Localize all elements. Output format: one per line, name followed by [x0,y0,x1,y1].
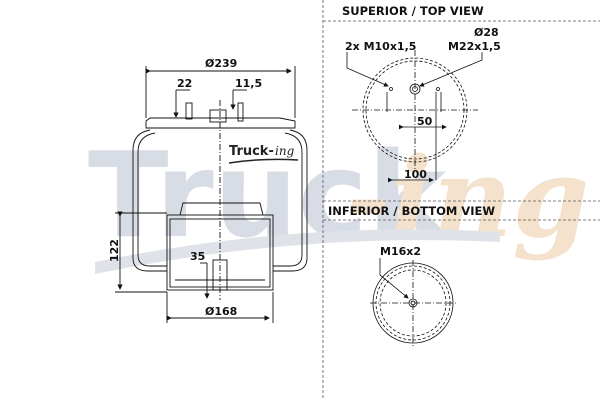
stud [185,102,193,120]
logo-text: Truck- [229,144,274,159]
port-thread-label: M22x1,5 [448,40,501,53]
dim-35: 35 [190,250,205,263]
logo-suffix: ing [275,144,295,158]
bottom-thread-label: M16x2 [380,245,421,258]
dim-11-5: 11,5 [235,77,262,90]
dim-100: 100 [404,168,427,181]
brand-logo: Truck- ing [228,144,299,164]
port-diameter-label: Ø28 [474,26,499,39]
bolt-thread-label: 2x M10x1,5 [345,40,416,53]
bellows-right [273,129,308,272]
watermark-suffix: -ing [345,133,589,262]
side-view [115,66,308,323]
piston-top [179,202,264,216]
watermark: Truck -ing [88,126,589,274]
dim-22: 22 [177,77,192,90]
top-view [346,50,483,183]
stud [237,102,244,122]
bellows-left [132,129,167,272]
separators [322,0,600,400]
bottom-stud [212,259,228,291]
dim-top-diameter: Ø239 [205,57,237,70]
dim-50: 50 [417,115,433,128]
top-view-title: SUPERIOR / TOP VIEW [342,4,484,18]
bottom-view-title: INFERIOR / BOTTOM VIEW [328,204,495,218]
bottom-view [370,258,456,346]
air-port [209,109,227,123]
dim-height: 122 [108,239,121,262]
top-plate [145,117,296,129]
dim-bottom-diameter: Ø168 [205,305,237,318]
watermark-swoosh [95,229,500,274]
